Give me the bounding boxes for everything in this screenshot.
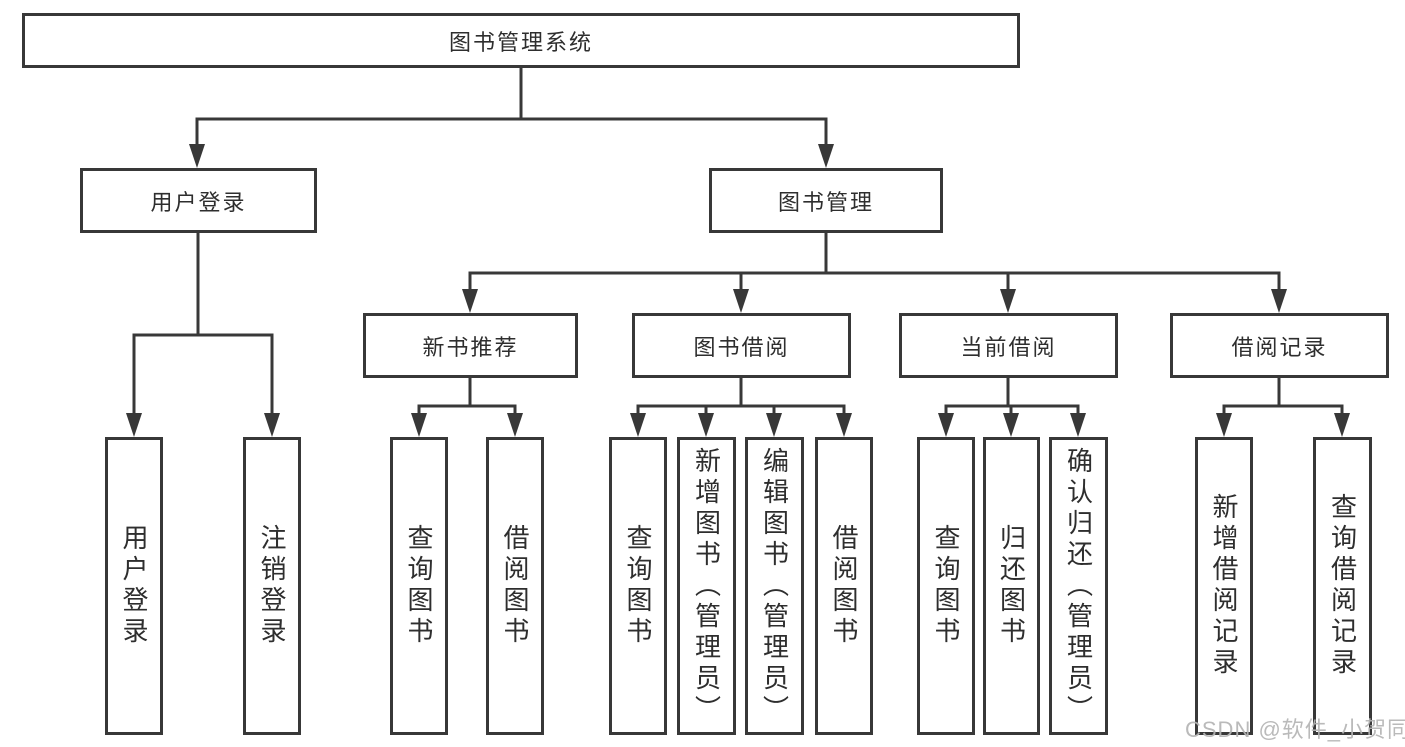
leaf-add-borrow-record: 新增借阅记录	[1195, 437, 1253, 735]
leaf-recommend-query-book: 查询图书	[390, 437, 448, 735]
leaf-borrow-query-book: 查询图书	[609, 437, 667, 735]
leaf-query-borrow-record: 查询借阅记录	[1313, 437, 1372, 735]
csdn-watermark: CSDN @软件_小贺同学	[1185, 717, 1405, 742]
leaf-current-query-book: 查询图书	[917, 437, 975, 735]
node-current-borrowing: 当前借阅	[899, 313, 1118, 378]
node-book-management: 图书管理	[709, 168, 943, 233]
node-new-book-recommendation: 新书推荐	[363, 313, 578, 378]
leaf-add-book-admin: 新增图书（管理员）	[677, 437, 736, 735]
node-root-system: 图书管理系统	[22, 13, 1020, 68]
node-user-login: 用户登录	[80, 168, 317, 233]
leaf-borrow-book: 借阅图书	[815, 437, 873, 735]
node-book-borrowing: 图书借阅	[632, 313, 851, 378]
leaf-recommend-borrow-book: 借阅图书	[486, 437, 544, 735]
leaf-user-login: 用户登录	[105, 437, 163, 735]
leaf-logout: 注销登录	[243, 437, 301, 735]
leaf-edit-book-admin: 编辑图书（管理员）	[745, 437, 804, 735]
node-borrowing-records: 借阅记录	[1170, 313, 1389, 378]
leaf-return-book: 归还图书	[983, 437, 1040, 735]
leaf-confirm-return-admin: 确认归还（管理员）	[1049, 437, 1108, 735]
